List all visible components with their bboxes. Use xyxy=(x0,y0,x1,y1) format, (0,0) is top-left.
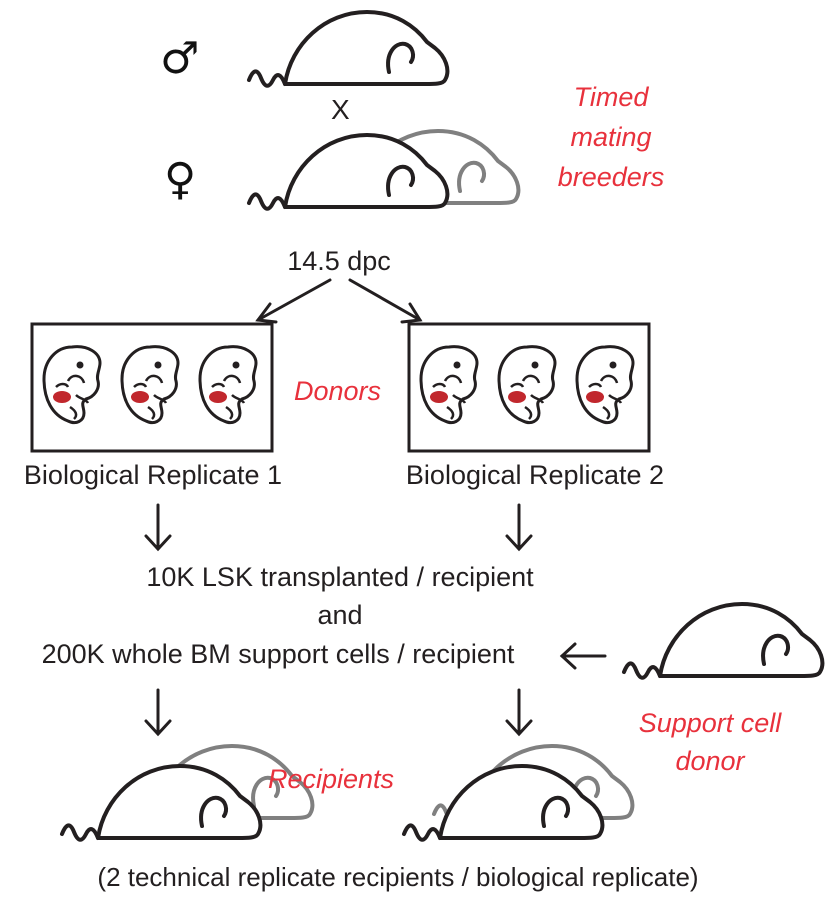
male-symbol-icon: ♂ xyxy=(160,33,200,84)
replicate-2-label: Biological Replicate 2 xyxy=(405,460,665,490)
split-arrows xyxy=(255,278,423,324)
support-donor-mouse-icon xyxy=(622,602,825,680)
transplant-line3: 200K whole BM support cells / recipient xyxy=(41,639,515,669)
footnote: (2 technical replicate recipients / biol… xyxy=(97,862,699,892)
down-arrow-icon xyxy=(505,503,533,552)
embryo-icon xyxy=(497,345,557,425)
timed-mating-line3: breeders xyxy=(557,162,665,192)
timed-mating-line2: mating xyxy=(570,122,652,152)
left-arrow-icon xyxy=(559,642,607,670)
embryo-icon xyxy=(198,345,258,425)
cross-label: X xyxy=(331,94,350,125)
recipients-label: Recipients xyxy=(268,764,395,794)
donor-box-2 xyxy=(407,322,651,453)
donor-box-1 xyxy=(30,322,274,453)
support-donor-line2: donor xyxy=(675,746,745,776)
female-symbol-icon: ♀ xyxy=(164,154,197,205)
embryo-icon xyxy=(575,345,635,425)
down-arrow-icon xyxy=(505,688,533,737)
transplant-line2: and xyxy=(317,600,363,630)
support-donor-line1: Support cell xyxy=(638,708,782,738)
dpc-label: 14.5 dpc xyxy=(287,246,391,276)
donors-label: Donors xyxy=(294,376,382,406)
down-arrow-icon xyxy=(144,503,172,552)
down-arrow-icon xyxy=(144,688,172,737)
embryo-icon xyxy=(120,345,180,425)
embryo-icon xyxy=(42,345,102,425)
timed-mating-line1: Timed xyxy=(573,82,649,112)
male-mouse-icon xyxy=(247,10,450,88)
embryo-icon xyxy=(419,345,479,425)
transplant-line1: 10K LSK transplanted / recipient xyxy=(146,562,534,592)
replicate-1-label: Biological Replicate 1 xyxy=(23,460,283,490)
